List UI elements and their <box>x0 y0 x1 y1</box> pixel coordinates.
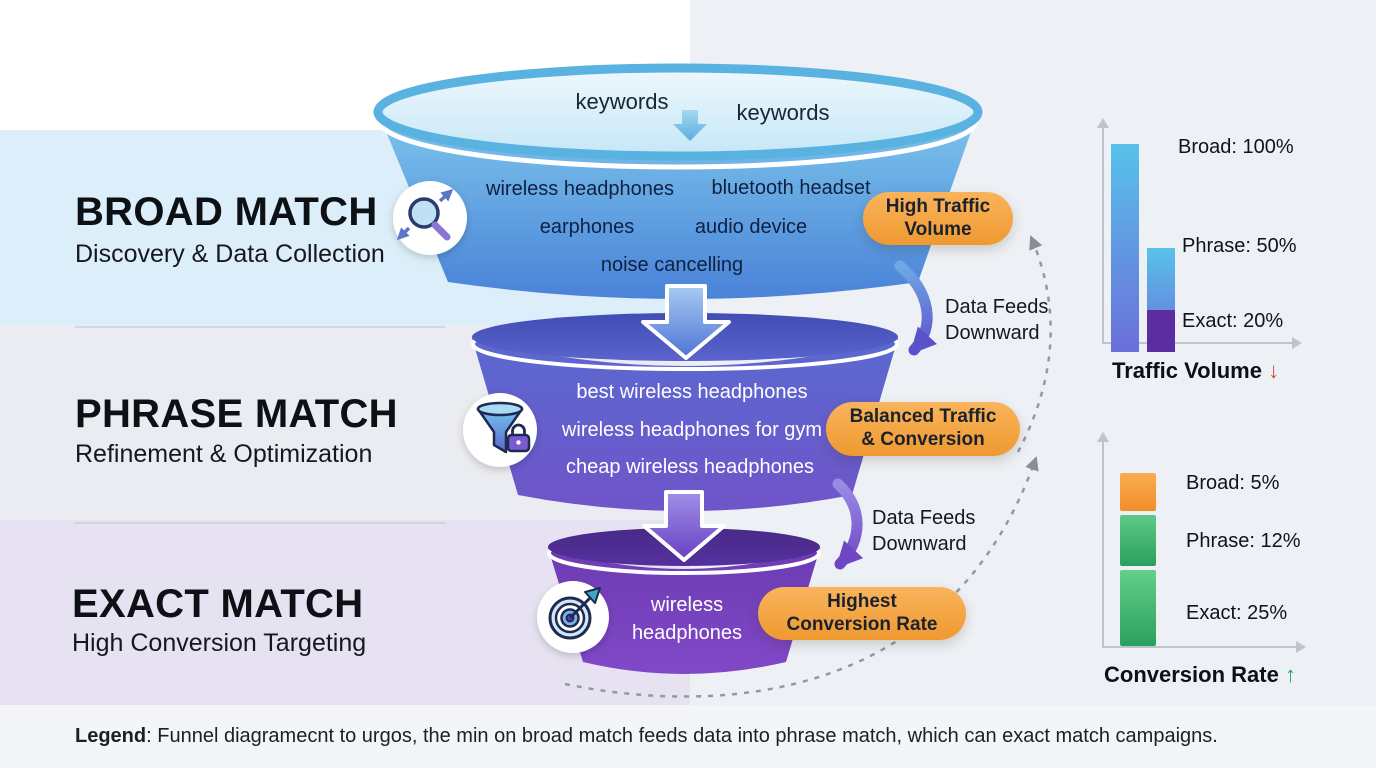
section-subtitle-phrase: Refinement & Optimization <box>75 440 373 468</box>
chart-title: Traffic Volume ↓ <box>1112 358 1279 384</box>
trend-up-icon: ↑ <box>1284 662 1296 687</box>
section-divider-2 <box>75 522 445 524</box>
badge-line: Highest <box>827 590 897 612</box>
bar-label: Exact: 25% <box>1186 602 1288 624</box>
section-subtitle-exact: High Conversion Targeting <box>72 629 367 657</box>
legend-text: Legend: Funnel diagramecnt to urgos, the… <box>75 725 1218 748</box>
search-expand-icon <box>393 181 467 255</box>
data-feed-arrow-2-icon <box>832 478 864 570</box>
section-title-broad: BROAD MATCH <box>75 190 378 234</box>
y-axis-arrow-icon <box>1097 432 1109 442</box>
x-axis <box>1102 342 1294 344</box>
keywords-drop-arrow-icon <box>673 110 707 141</box>
bar-label: Broad: 5% <box>1186 472 1280 494</box>
traffic-bar-broad <box>1111 144 1139 352</box>
broad-keyword: audio device <box>694 216 808 238</box>
x-axis-arrow-icon <box>1296 641 1306 653</box>
legend-label: Legend <box>75 725 147 747</box>
data-feeds-label-2: Data Feeds Downward <box>872 505 975 557</box>
phrase-keyword: cheap wireless headphones <box>566 456 814 478</box>
conversion-rate-chart: Broad: 5% Phrase: 12% Exact: 25% Convers… <box>1090 428 1330 708</box>
badge-line: Conversion Rate <box>786 613 938 635</box>
data-feed-arrow-1-icon <box>894 260 938 356</box>
data-feeds-line: Data Feeds <box>945 296 1049 318</box>
traffic-bar-phrase-exact <box>1147 310 1175 352</box>
data-feeds-line: Downward <box>872 533 967 555</box>
x-axis <box>1102 646 1298 648</box>
chart-title-text: Conversion Rate <box>1104 662 1279 687</box>
keywords-label-right: keywords <box>736 100 830 125</box>
traffic-volume-chart: Broad: 100% Phrase: 50% Exact: 20% Traff… <box>1090 118 1320 388</box>
x-axis-arrow-icon <box>1292 337 1302 349</box>
badge-highest-conversion-rate: Highest Conversion Rate <box>758 587 966 640</box>
section-title-phrase: PHRASE MATCH <box>75 392 398 436</box>
exact-keyword: wireless headphones <box>631 594 743 644</box>
broad-keyword: earphones <box>539 216 635 238</box>
bar-label: Broad: 100% <box>1178 136 1294 158</box>
flow-arrow-phrase-to-exact-icon <box>642 490 726 562</box>
data-feeds-line: Data Feeds <box>872 507 976 529</box>
broad-keyword: noise cancelling <box>600 254 744 276</box>
badge-balanced-traffic-conversion: Balanced Traffic & Conversion <box>826 402 1020 456</box>
funnel-tier-broad <box>373 63 983 299</box>
y-axis-arrow-icon <box>1097 118 1109 128</box>
bar-label: Phrase: 50% <box>1182 235 1297 257</box>
chart-title-text: Traffic Volume <box>1112 358 1262 383</box>
badge-line: Volume <box>904 218 972 240</box>
y-axis <box>1102 126 1104 344</box>
data-feeds-label-1: Data Feeds Downward <box>945 294 1048 346</box>
background-legend-band <box>0 705 1376 768</box>
badge-line: Balanced Traffic <box>849 406 997 428</box>
section-subtitle-broad: Discovery & Data Collection <box>75 240 385 268</box>
target-icon <box>537 581 609 653</box>
bar-label: Exact: 20% <box>1182 310 1284 332</box>
broad-keyword: wireless headphones <box>486 178 674 200</box>
y-axis <box>1102 440 1104 646</box>
badge-high-traffic-volume: High Traffic Volume <box>863 192 1013 245</box>
chart-title: Conversion Rate ↑ <box>1104 662 1296 688</box>
flow-arrow-broad-to-phrase-icon <box>641 284 731 360</box>
traffic-bar-phrase <box>1147 248 1175 352</box>
conv-block-exact <box>1120 570 1156 646</box>
data-feeds-line: Downward <box>945 322 1040 344</box>
section-title-exact: EXACT MATCH <box>72 582 364 626</box>
bar-label: Phrase: 12% <box>1186 530 1301 552</box>
badge-line: & Conversion <box>861 429 985 450</box>
feedback-loop-arcs <box>564 235 1052 698</box>
phrase-keyword: best wireless headphones <box>576 381 808 403</box>
funnel-tier-phrase <box>471 313 899 511</box>
badge-line: High Traffic <box>885 195 991 217</box>
broad-keyword: bluetooth headset <box>711 177 871 199</box>
keywords-label-left: keywords <box>575 89 669 114</box>
funnel-lock-icon <box>463 393 537 467</box>
trend-down-icon: ↓ <box>1268 358 1280 383</box>
section-divider-1 <box>75 326 445 328</box>
conv-block-broad <box>1120 473 1156 511</box>
legend-body: : Funnel diagramecnt to urgos, the min o… <box>146 725 1218 747</box>
phrase-keyword: wireless headphones for gym <box>561 419 823 441</box>
conv-block-phrase <box>1120 515 1156 566</box>
